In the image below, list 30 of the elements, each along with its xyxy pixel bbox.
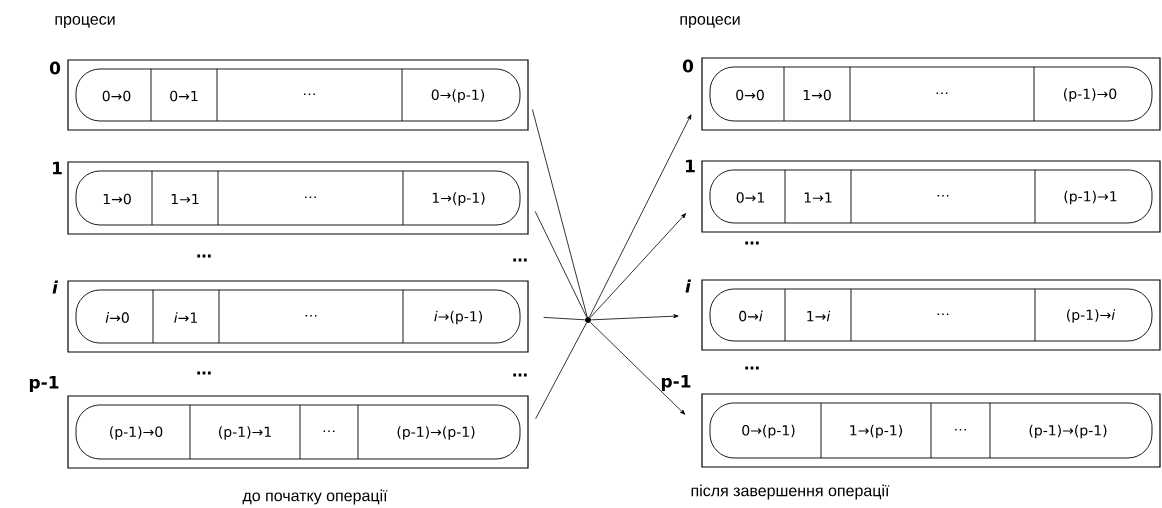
row-number: 0 (49, 61, 61, 75)
row-number: p-1 (661, 375, 691, 391)
arrow (589, 213, 687, 319)
row-number: i (52, 280, 59, 294)
row-box: 0→1 1→1 ⋯ (p-1)→1 (701, 160, 1161, 233)
row-number: 0 (682, 59, 694, 73)
ellipsis: ⋯ (197, 371, 211, 375)
ellipsis: ⋯ (513, 258, 527, 262)
ellipsis: ⋯ (745, 241, 759, 245)
axis-title: процеси (680, 16, 740, 28)
row-number: i (685, 279, 691, 293)
row-box: 0→(p-1) 1→(p-1) ⋯ (p-1)→(p-1) (701, 393, 1161, 468)
row-number: p-1 (29, 376, 59, 392)
row-number: 1 (686, 159, 695, 173)
caption: після завершення операції (691, 484, 890, 500)
row-box: i→0 i→1 ⋯ i→(p-1) (67, 280, 529, 353)
row-box: 1→0 1→1 ⋯ 1→(p-1) (67, 161, 529, 235)
caption: до початку операції (242, 489, 388, 505)
row-box: (p-1)→0 (p-1)→1 ⋯ (p-1)→(p-1) (67, 395, 529, 469)
ellipsis: ⋯ (745, 366, 759, 370)
axis-title: процеси (55, 16, 115, 28)
ellipsis: ⋯ (197, 254, 211, 258)
row-box: 0→0 0→1 ⋯ 0→(p-1) (67, 59, 529, 131)
row-number: 1 (53, 161, 62, 175)
arrow (589, 321, 686, 415)
ellipsis: ⋯ (513, 373, 527, 377)
row-box: 0→0 1→0 ⋯ (p-1)→0 (701, 57, 1161, 131)
arrow (589, 114, 692, 318)
row-box: 0→i 1→i ⋯ (p-1)→i (701, 279, 1161, 351)
arrow (590, 314, 679, 321)
